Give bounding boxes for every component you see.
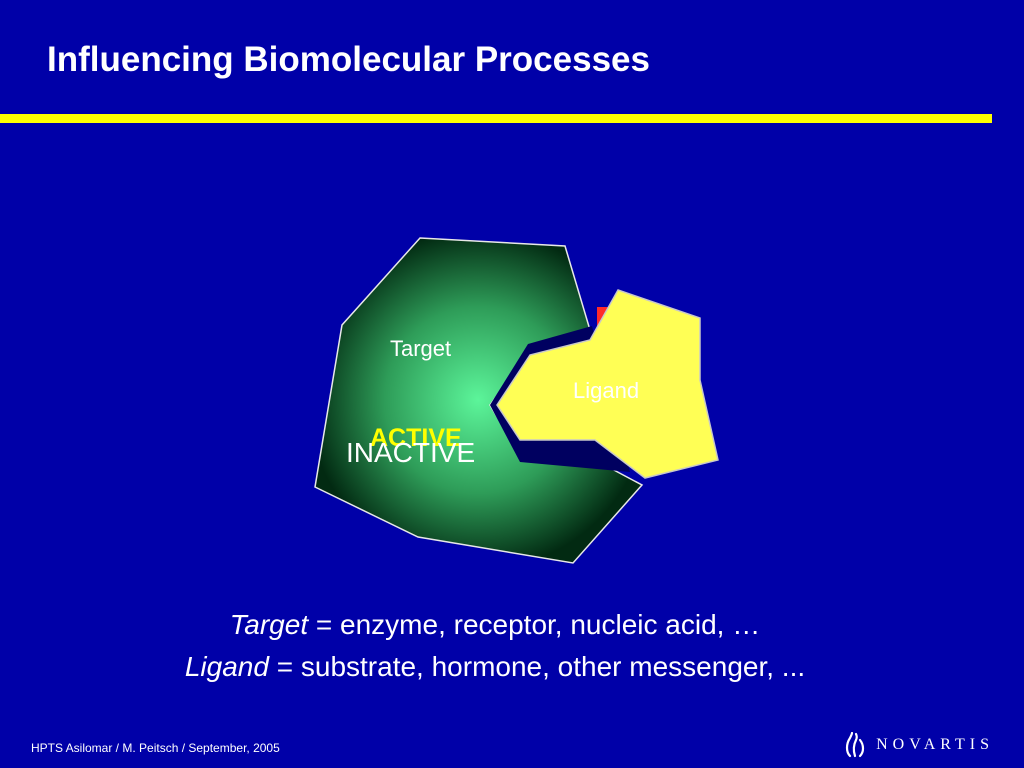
novartis-flame-icon [846,732,865,758]
definition-text: substrate, hormone, other messenger, ... [300,651,806,682]
definition-ligand: Ligand = substrate, hormone, other messe… [0,646,990,688]
title-underline [0,114,992,123]
active-label: ACTIVE [370,424,462,452]
ligand-shape [496,289,719,479]
definition-target: Target = enzyme, receptor, nucleic acid,… [0,604,990,646]
definition-separator: = [276,651,294,682]
definition-term: Ligand [184,651,269,682]
brand-name: NOVARTIS [876,736,994,753]
definition-text: enzyme, receptor, nucleic acid, … [340,609,761,640]
novartis-logo: NOVARTIS [844,732,994,758]
inactive-label: INACTIVE [346,437,475,468]
definition-separator: = [315,609,333,640]
target-label: Target [390,336,451,361]
definition-term: Target [229,609,309,640]
footer-citation: HPTS Asilomar / M. Peitsch / September, … [31,741,280,755]
slide-title: Influencing Biomolecular Processes [47,40,650,79]
ligand-label: Ligand [573,378,639,403]
definitions: Target = enzyme, receptor, nucleic acid,… [0,604,990,688]
